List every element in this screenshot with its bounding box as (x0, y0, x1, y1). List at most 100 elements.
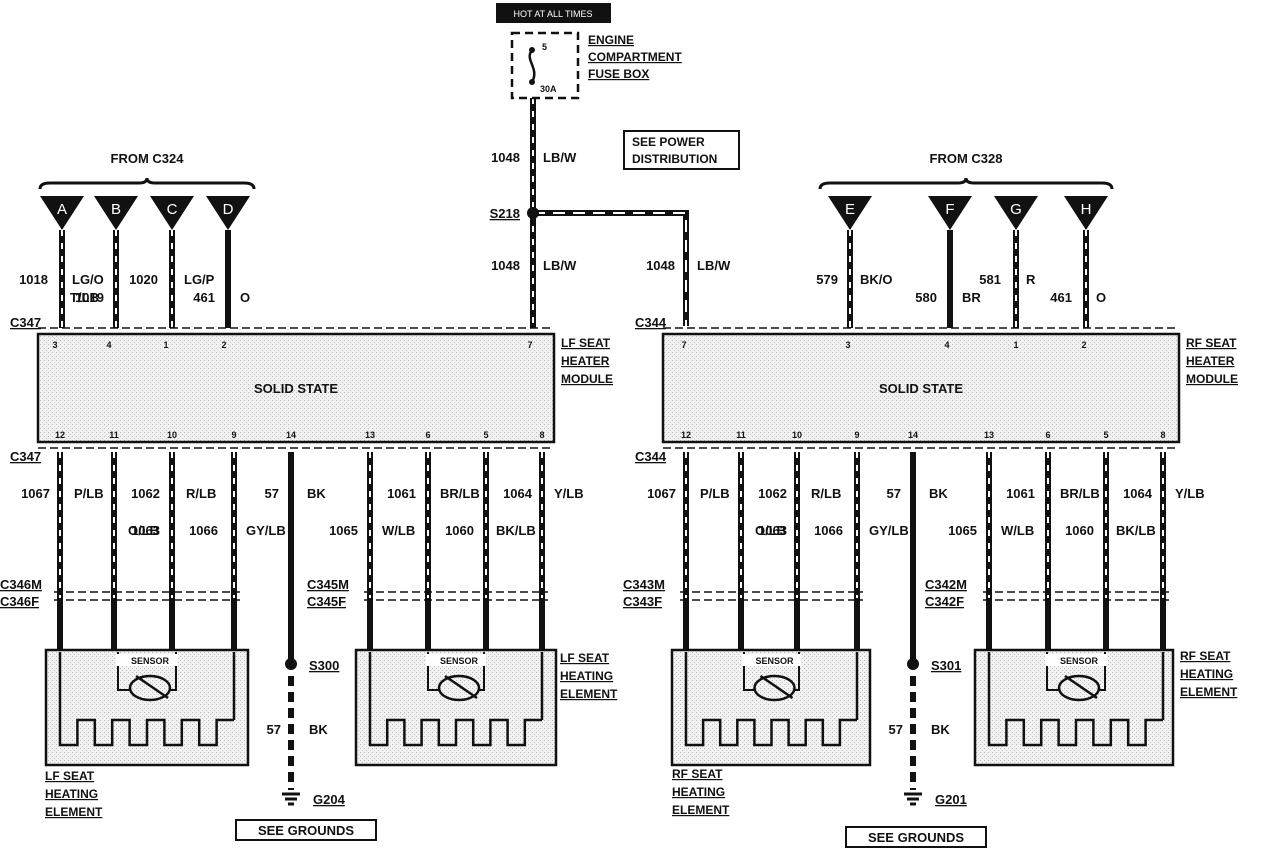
left-element-a-label-1: HEATING (45, 787, 98, 801)
right-element-b-label-2: ELEMENT (1180, 685, 1238, 699)
right-out-circuit-7: 1060 (1065, 523, 1094, 538)
left-element-b-label-1: HEATING (560, 669, 613, 683)
plug-B-icon (94, 196, 138, 230)
left-out-circuit-3: 1066 (189, 523, 218, 538)
right-out-color-0: P/LB (700, 486, 730, 501)
fuse-number: 5 (542, 42, 547, 52)
see-power-box (623, 130, 740, 170)
left-bottom-pin-8: 8 (539, 430, 544, 440)
plug-C-icon (150, 196, 194, 230)
left-connector-top: C347 (10, 315, 41, 330)
left-out-circuit-6: 1061 (387, 486, 416, 501)
sensor-left-a-slash (135, 674, 169, 700)
left-in-circuit-1: 1019 (75, 290, 104, 305)
right-out-color-8: Y/LB (1175, 486, 1205, 501)
right-bottom-pin-13: 13 (984, 430, 994, 440)
left-in-color-3: O (240, 290, 250, 305)
right-sensor-label-b: SENSOR (1060, 656, 1099, 666)
right-conn-b-f: C342F (925, 594, 964, 609)
right-branch-circuit: 1048 (646, 258, 675, 273)
right-conn-a-f: C343F (623, 594, 662, 609)
left-module-label-2: MODULE (561, 372, 613, 386)
right-element-b-label-0: RF SEAT (1180, 649, 1231, 663)
left-bottom-pin-14: 14 (286, 430, 296, 440)
plug-C-label: C (167, 201, 178, 218)
left-out-circuit-4: 57 (265, 486, 279, 501)
splice-s218: S218 (490, 206, 520, 221)
right-out-color-2: R/LB (811, 486, 841, 501)
left-ground-label: G204 (313, 792, 346, 807)
plug-D-label: D (223, 201, 234, 218)
right-out-circuit-0: 1067 (647, 486, 676, 501)
splice-s218-icon (527, 207, 539, 219)
right-ground-color: BK (931, 722, 950, 737)
fusebox-label-3: FUSE BOX (588, 67, 649, 81)
left-conn-a-m: C346M (0, 577, 42, 592)
right-see-grounds: SEE GROUNDS (868, 830, 964, 845)
left-connector-bottom: C347 (10, 449, 41, 464)
left-in-circuit-2: 1020 (129, 272, 158, 287)
left-top-pin-3: 3 (52, 340, 57, 350)
plug-F-label: F (945, 201, 954, 218)
left-branch-circuit: 1048 (491, 258, 520, 273)
left-out-color-7: BK/LB (496, 523, 536, 538)
right-out-color-3: GY/LB (869, 523, 909, 538)
fuse-rating: 30A (540, 84, 557, 94)
right-from-brace (818, 177, 1114, 190)
left-sensor-label-bg-a (116, 654, 178, 666)
see-power-line-1: SEE POWER (632, 135, 705, 149)
right-top-pin-2: 2 (1081, 340, 1086, 350)
right-top-pin-7: 7 (681, 340, 686, 350)
right-in-color-2: R (1026, 272, 1036, 287)
left-bottom-pin-5: 5 (483, 430, 488, 440)
left-out-circuit-0: 1067 (21, 486, 50, 501)
right-bottom-pin-5: 5 (1103, 430, 1108, 440)
right-bottom-pin-6: 6 (1045, 430, 1050, 440)
left-bottom-pin-6: 6 (425, 430, 430, 440)
left-see-grounds: SEE GROUNDS (258, 823, 354, 838)
right-conn-b-m: C342M (925, 577, 967, 592)
left-ground-splice: S300 (309, 658, 339, 673)
left-in-circuit-3: 461 (193, 290, 215, 305)
left-heating-element-b (354, 648, 558, 767)
plug-E-label: E (845, 201, 855, 218)
left-out-color-0: P/LB (74, 486, 104, 501)
right-in-color-3: O (1096, 290, 1106, 305)
shapes-layer (36, 3, 1181, 848)
right-bottom-pin-10: 10 (792, 430, 802, 440)
left-from-brace (38, 177, 256, 190)
right-ground-splice: S301 (931, 658, 961, 673)
right-out-circuit-8: 1064 (1123, 486, 1153, 501)
fusebox-label-2: COMPARTMENT (588, 50, 682, 64)
right-module-body: SOLID STATE (879, 381, 963, 396)
right-bottom-pin-14: 14 (908, 430, 918, 440)
feed-color: LB/W (543, 150, 577, 165)
right-out-circuit-3: 1066 (814, 523, 843, 538)
left-conn-b-m: C345M (307, 577, 349, 592)
left-top-pin-7: 7 (527, 340, 532, 350)
sensor-right-a-slash (759, 674, 794, 700)
plug-A-icon (40, 196, 84, 230)
left-out-color-8: Y/LB (554, 486, 584, 501)
right-see-grounds-box (845, 826, 987, 848)
plug-G-icon (994, 196, 1038, 230)
left-out-circuit-7: 1060 (445, 523, 474, 538)
right-branch-stripe (533, 212, 687, 326)
left-top-pin-2: 2 (221, 340, 226, 350)
fuse-terminal-bottom (529, 79, 535, 85)
right-bottom-pin-8: 8 (1160, 430, 1165, 440)
right-heater-module (661, 332, 1181, 444)
right-top-pin-4: 4 (944, 340, 949, 350)
left-bottom-pin-11: 11 (109, 430, 119, 440)
sensor-right-a-icon (753, 674, 796, 702)
left-bottom-pin-10: 10 (167, 430, 177, 440)
fuse-icon (528, 49, 536, 83)
left-out-color-2: R/LB (186, 486, 216, 501)
labels-layer: HOT AT ALL TIMES530AENGINECOMPARTMENTFUS… (0, 9, 1238, 845)
right-in-circuit-1: 580 (915, 290, 937, 305)
left-module-label-0: LF SEAT (561, 336, 611, 350)
right-sensor-label-a: SENSOR (755, 656, 794, 666)
right-bottom-pin-12: 12 (681, 430, 691, 440)
heating-grid-left-a (58, 718, 234, 747)
plug-G-label: G (1010, 201, 1022, 218)
